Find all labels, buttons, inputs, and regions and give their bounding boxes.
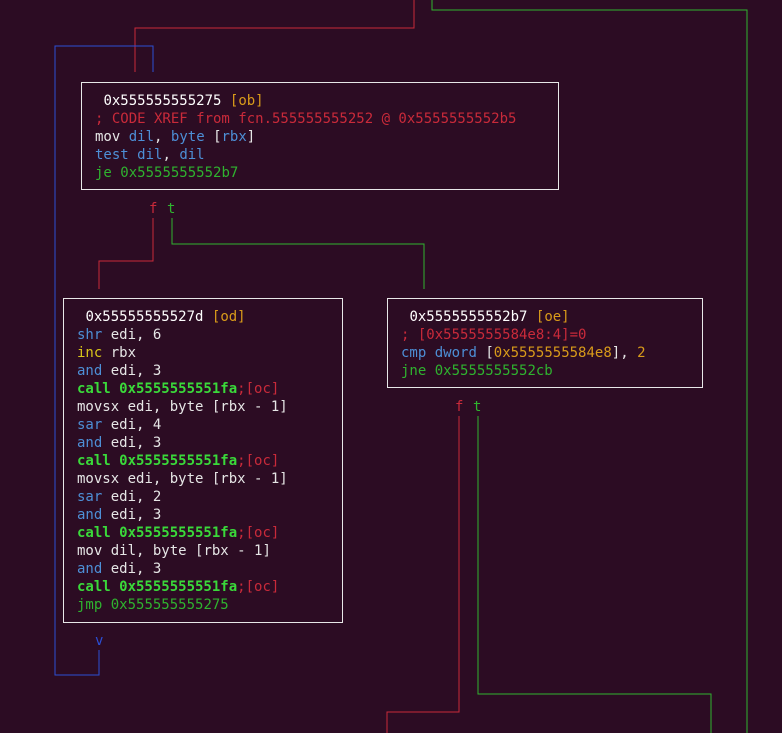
block-tag: [od] [211,309,246,325]
oe-true-label: t [473,399,482,415]
instruction[interactable]: call 0x5555555551fa;[oc] [77,525,280,541]
instruction[interactable]: and edi, 3 [77,507,162,523]
incoming-false-edge [134,0,415,72]
oe-true-edge [477,416,712,733]
loop-back-edge [54,45,154,676]
block-header: 0x555555555275 [ob] [95,92,558,110]
oe-false-edge [386,416,460,733]
instruction[interactable]: jmp 0x555555555275 [77,597,229,613]
ob-false-label: f [149,201,158,217]
xref-comment: ; CODE XREF from fcn.555555555252 @ 0x55… [95,111,517,127]
data-comment: ; [0x5555555584e8:4]=0 [401,327,587,343]
instruction[interactable]: je 0x5555555552b7 [95,165,239,181]
instruction[interactable]: and edi, 3 [77,561,162,577]
instruction[interactable]: and edi, 3 [77,363,162,379]
basic-block-ob[interactable]: 0x555555555275 [ob] ; CODE XREF from fcn… [81,82,559,190]
instruction[interactable]: shr edi, 6 [77,327,162,343]
ob-true-edge [171,218,425,289]
instruction[interactable]: sar edi, 2 [77,489,162,505]
ob-true-label: t [167,201,176,217]
instruction[interactable]: call 0x5555555551fa;[oc] [77,579,280,595]
instruction[interactable]: and edi, 3 [77,435,162,451]
instruction[interactable]: sar edi, 4 [77,417,162,433]
block-address: 0x5555555552b7 [409,309,528,325]
basic-block-od[interactable]: 0x55555555527d [od] shr edi, 6 inc rbx and… [63,298,343,623]
ob-false-edge [98,218,154,289]
instruction[interactable]: mov dil, byte [rbx] [95,129,256,145]
instruction[interactable]: jne 0x5555555552cb [401,363,553,379]
block-tag: [oe] [535,309,570,325]
loop-label: v [95,633,104,649]
instruction[interactable]: mov dil, byte [rbx - 1] [77,543,271,559]
instruction[interactable]: movsx edi, byte [rbx - 1] [77,399,288,415]
block-header: 0x55555555527d [od] [77,308,342,326]
block-tag: [ob] [229,93,264,109]
block-address: 0x55555555527d [85,309,204,325]
instruction[interactable]: movsx edi, byte [rbx - 1] [77,471,288,487]
instruction[interactable]: test dil, dil [95,147,205,163]
basic-block-oe[interactable]: 0x5555555552b7 [oe] ; [0x5555555584e8:4]… [387,298,703,388]
oe-false-label: f [455,399,464,415]
block-address: 0x555555555275 [103,93,222,109]
outgoing-true-edge-top [431,0,748,733]
instruction[interactable]: call 0x5555555551fa;[oc] [77,381,280,397]
instruction[interactable]: cmp dword [0x5555555584e8], 2 [401,345,646,361]
instruction[interactable]: call 0x5555555551fa;[oc] [77,453,280,469]
block-header: 0x5555555552b7 [oe] [401,308,702,326]
instruction[interactable]: inc rbx [77,345,137,361]
